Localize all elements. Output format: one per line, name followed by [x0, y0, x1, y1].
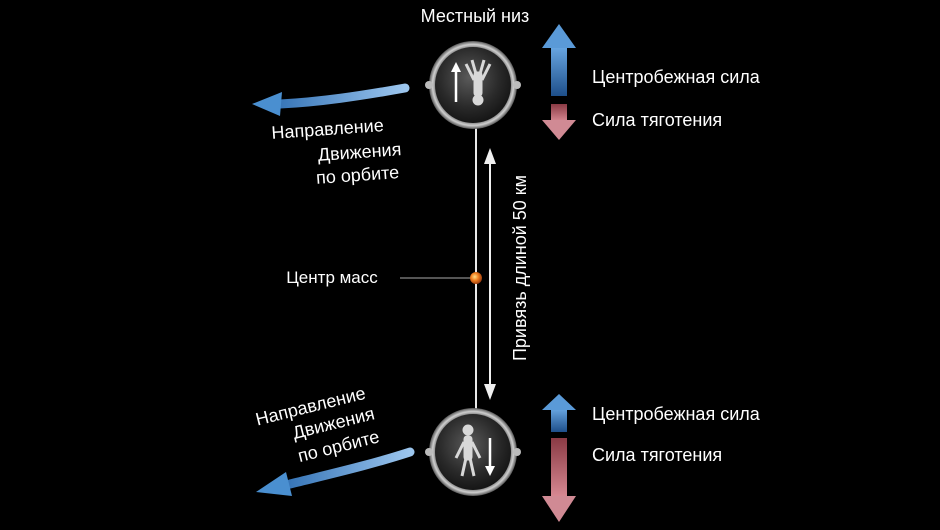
upper-centrifugal-arrow: [542, 24, 576, 96]
down-arrow-icon: [485, 438, 495, 476]
center-mass-label: Центр масс: [286, 268, 378, 287]
local-down-label: Местный низ: [421, 6, 530, 26]
astronaut-icon: [464, 59, 492, 106]
lower-gravity-arrow: [542, 438, 576, 522]
tether-length-label: Привязь длиной 50 км: [510, 175, 530, 361]
upper-orbit-direction-line-2: Движения: [317, 139, 402, 165]
upper-orbit-direction-line-3: по орбите: [315, 162, 399, 188]
lower-orbit-arrow: [256, 447, 415, 496]
lower-gravity-label: Сила тяготения: [592, 445, 722, 465]
lower-centrifugal-label: Центробежная сила: [592, 404, 761, 424]
upper-orbit-direction-line-1: Направление: [271, 115, 385, 143]
center-of-mass-icon: [470, 272, 482, 284]
tether-length-arrow: [484, 148, 496, 400]
upper-centrifugal-label: Центробежная сила: [592, 67, 761, 87]
up-arrow-icon: [451, 62, 461, 102]
lower-centrifugal-arrow: [542, 394, 576, 432]
upper-capsule: [425, 41, 521, 129]
lower-capsule: [425, 408, 521, 496]
astronaut-icon: [454, 424, 482, 477]
upper-gravity-arrow: [542, 104, 576, 140]
upper-orbit-arrow: [252, 83, 410, 116]
upper-gravity-label: Сила тяготения: [592, 110, 722, 130]
